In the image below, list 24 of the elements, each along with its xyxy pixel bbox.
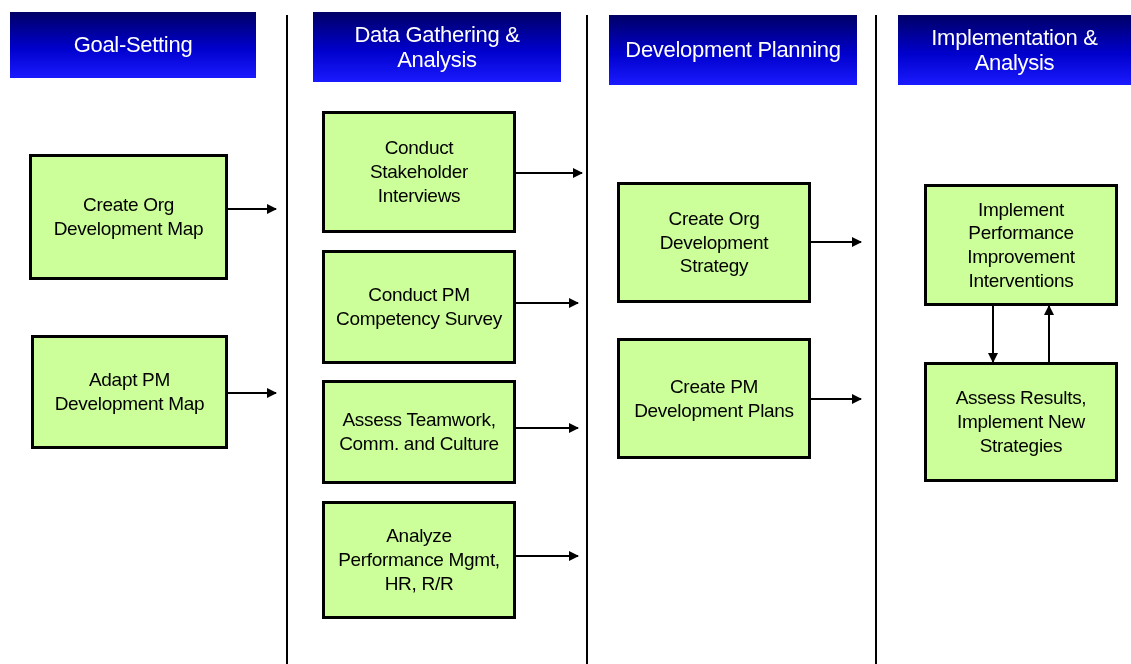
arrow <box>810 394 862 404</box>
process-box: Implement Performance Improvement Interventions <box>924 184 1118 306</box>
phase-header: Implementation & Analysis <box>898 15 1131 85</box>
process-box: Create Org Development Map <box>29 154 228 280</box>
arrow <box>988 305 998 363</box>
process-box: Create Org Development Strategy <box>617 182 811 303</box>
process-box: Conduct PM Competency Survey <box>322 250 516 364</box>
arrow <box>1044 305 1054 363</box>
arrow <box>515 551 579 561</box>
process-box: Conduct Stakeholder Interviews <box>322 111 516 233</box>
process-box: Adapt PM Development Map <box>31 335 228 449</box>
arrow <box>810 237 862 247</box>
arrow <box>227 204 277 214</box>
process-box: Create PM Development Plans <box>617 338 811 459</box>
process-box: Assess Results, Implement New Strategies <box>924 362 1118 482</box>
phase-header: Goal-Setting <box>10 12 256 78</box>
process-box: Assess Teamwork, Comm. and Culture <box>322 380 516 484</box>
phase-header: Data Gathering & Analysis <box>313 12 561 82</box>
arrow <box>515 298 579 308</box>
process-box: Analyze Performance Mgmt, HR, R/R <box>322 501 516 619</box>
arrow <box>515 423 579 433</box>
arrow <box>515 168 583 178</box>
phase-header: Development Planning <box>609 15 857 85</box>
arrow <box>227 388 277 398</box>
